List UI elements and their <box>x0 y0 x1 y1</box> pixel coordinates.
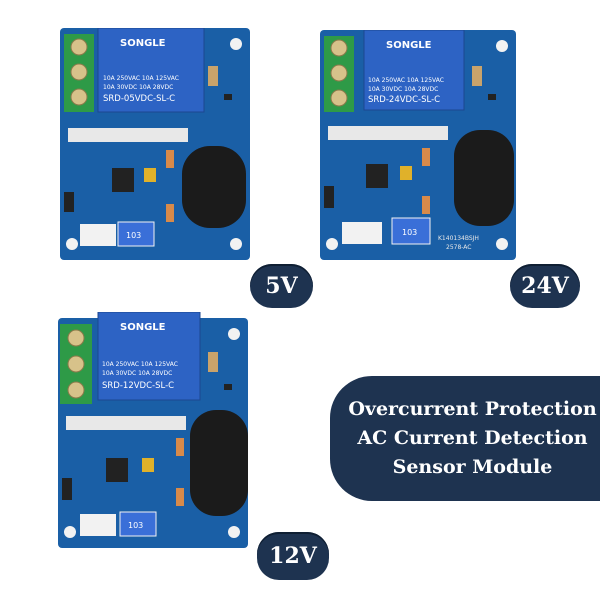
relay-brand: SONGLE <box>120 322 166 333</box>
potentiometer-label: 103 <box>402 228 417 237</box>
title-line-2: AC Current Detection <box>357 427 588 449</box>
relay-module-5v-photo: SONGLE 10A 250VAC 10A 125VAC 10A 30VDC 1… <box>60 27 250 260</box>
relay-rating-2: 10A 30VDC 10A 28VDC <box>368 86 438 93</box>
pcb-marking-2: 2578-AC <box>446 244 472 251</box>
relay-module-24v-photo: SONGLE 10A 250VAC 10A 125VAC 10A 30VDC 1… <box>320 29 516 260</box>
relay-rating-1: 10A 250VAC 10A 125VAC <box>103 75 179 82</box>
relay-brand: SONGLE <box>120 38 166 49</box>
voltage-badge-24v: 24V <box>510 264 580 308</box>
relay-model: SRD-05VDC-SL-C <box>103 94 175 104</box>
relay-module-24v: SONGLE 10A 250VAC 10A 125VAC 10A 30VDC 1… <box>320 29 516 265</box>
relay-model: SRD-12VDC-SL-C <box>102 381 174 391</box>
voltage-badge-5v: 5V <box>250 264 313 308</box>
relay-module-12v: SONGLE 10A 250VAC 10A 125VAC 10A 30VDC 1… <box>58 311 248 553</box>
voltage-badge-12v: 12V <box>257 532 329 580</box>
voltage-label: 12V <box>269 543 317 569</box>
voltage-label: 5V <box>265 273 298 299</box>
relay-brand: SONGLE <box>386 40 432 51</box>
relay-rating-1: 10A 250VAC 10A 125VAC <box>368 77 444 84</box>
title-line-1: Overcurrent Protection <box>348 398 597 420</box>
potentiometer-label: 103 <box>126 231 141 240</box>
relay-rating-1: 10A 250VAC 10A 125VAC <box>102 361 178 368</box>
voltage-label: 24V <box>521 273 569 299</box>
relay-module-5v: SONGLE 10A 250VAC 10A 125VAC 10A 30VDC 1… <box>60 27 250 265</box>
relay-rating-2: 10A 30VDC 10A 28VDC <box>103 84 173 91</box>
relay-module-12v-photo: SONGLE 10A 250VAC 10A 125VAC 10A 30VDC 1… <box>58 311 248 548</box>
product-title-box: Overcurrent Protection AC Current Detect… <box>330 376 600 501</box>
pcb-marking-1: K140134BSJH <box>438 235 479 242</box>
title-line-3: Sensor Module <box>392 456 553 478</box>
relay-model: SRD-24VDC-SL-C <box>368 95 440 105</box>
potentiometer-label: 103 <box>128 521 143 530</box>
relay-rating-2: 10A 30VDC 10A 28VDC <box>102 370 172 377</box>
